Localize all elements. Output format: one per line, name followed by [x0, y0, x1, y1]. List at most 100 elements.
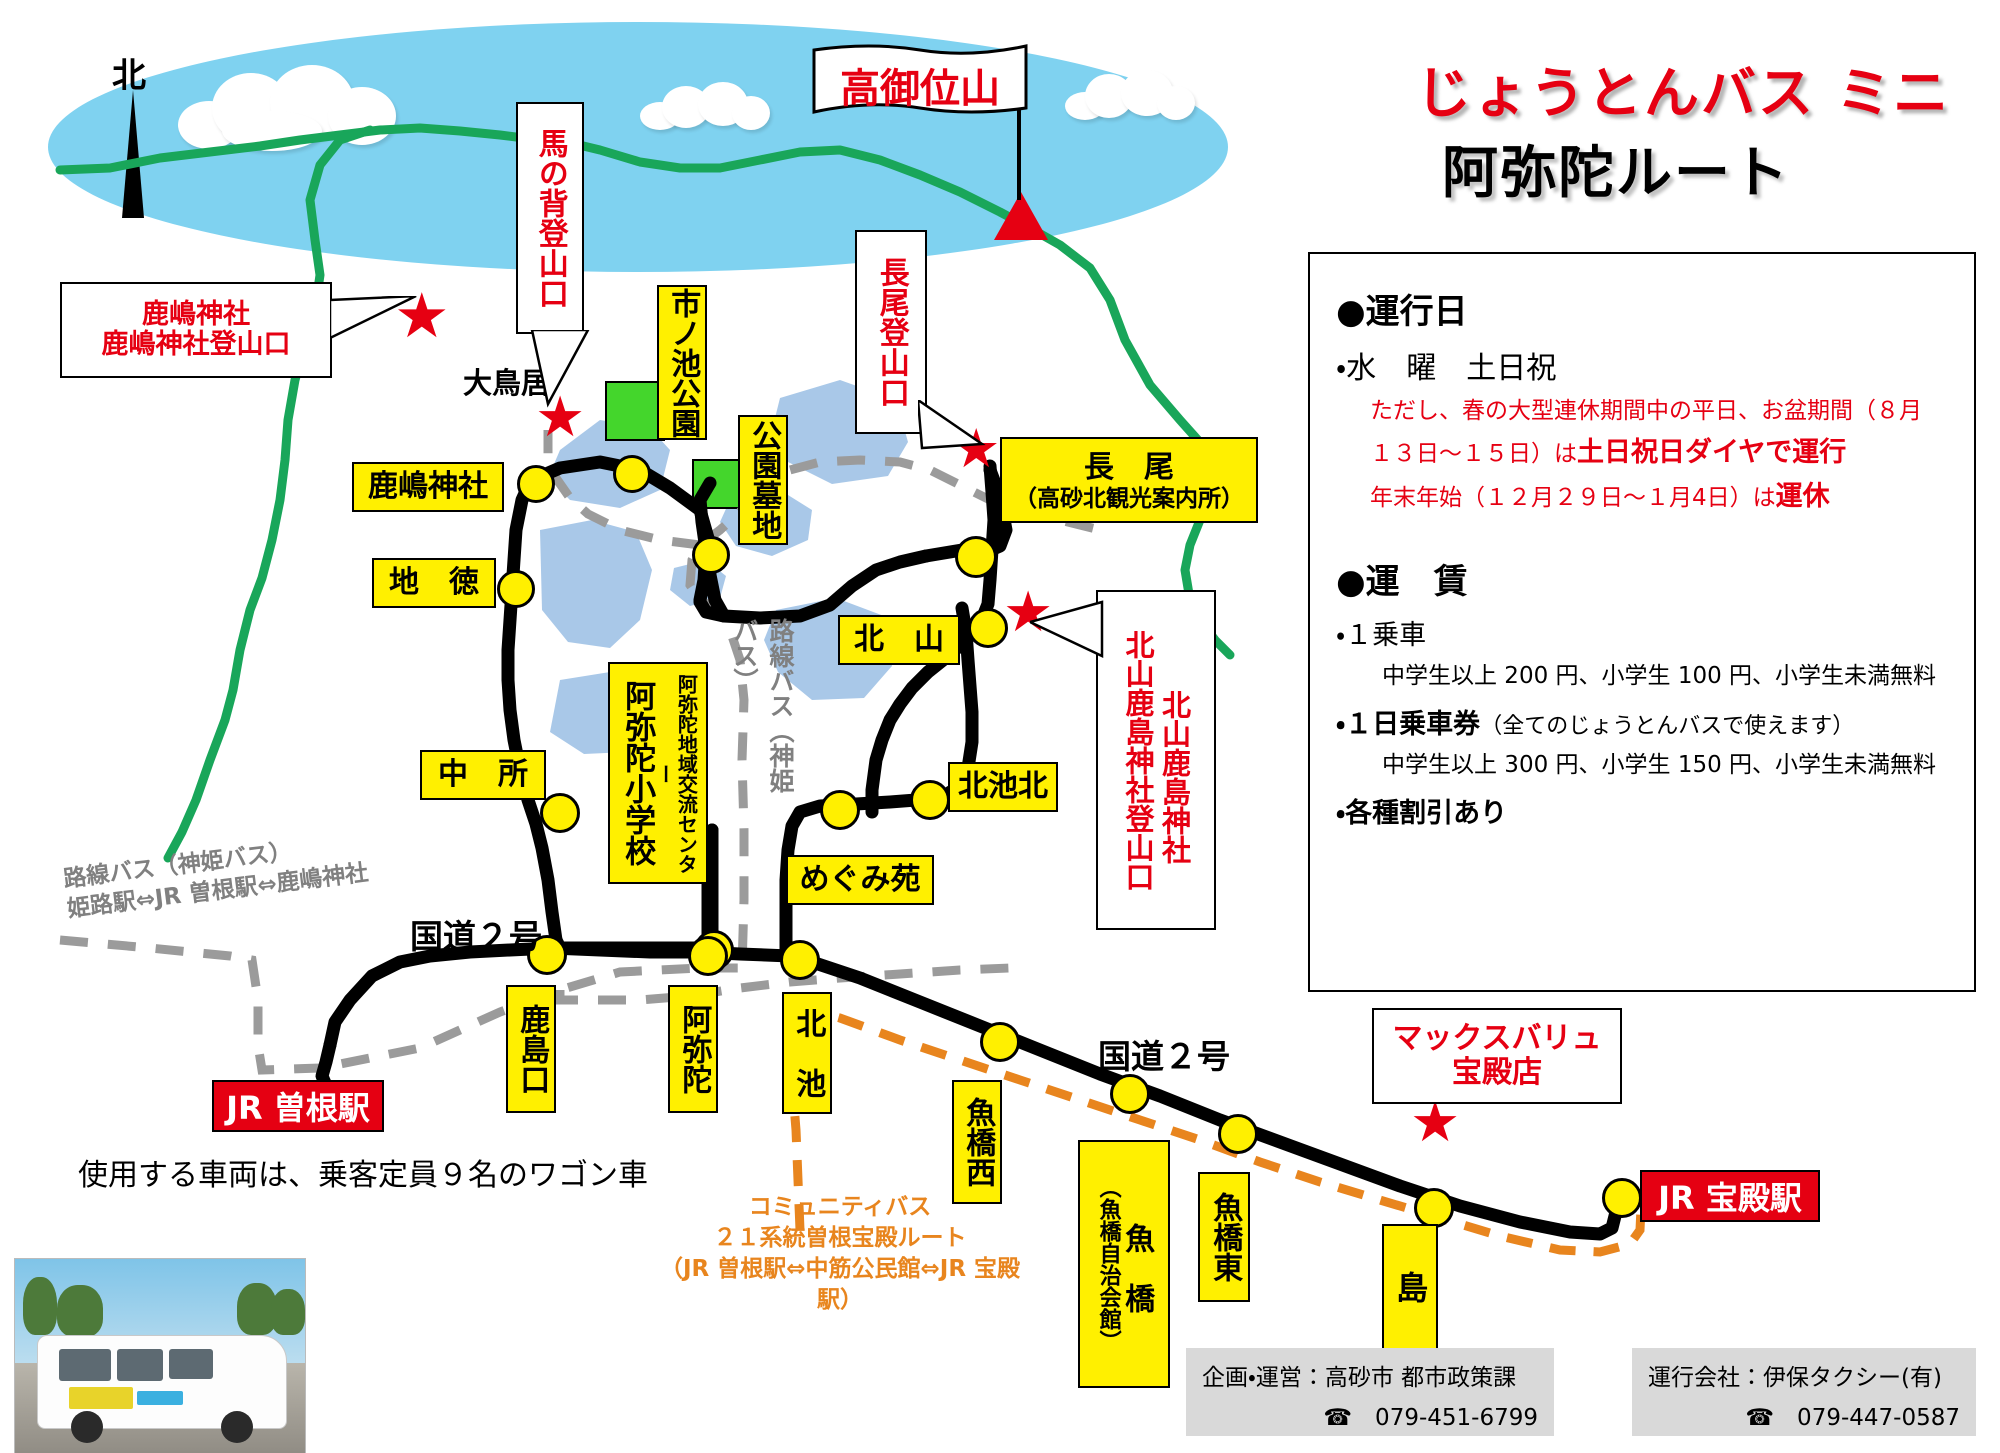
- station-jr-hoden-label: JR 宝殿駅: [1658, 1179, 1802, 1217]
- community-bus-note: コミュニティバス ２１系統曽根宝殿ルート （JR 曽根駅⇔中筋公民館⇔JR 宝殿…: [659, 1194, 1021, 1314]
- footer-operator-line2: ☎ 079-447-0587: [1745, 1405, 1960, 1431]
- callout-nagao-pointer: [918, 400, 986, 450]
- operation-note-line3: 年末年始（１２月２９日〜１月4日）は運休: [1370, 475, 1948, 520]
- star-otorii: ★: [535, 385, 586, 450]
- footer-organizer-box: 企画・運営：高砂市 都市政策課 ☎ 079-451-6799: [1186, 1348, 1554, 1436]
- stop-dot-megumien[interactable]: [820, 790, 860, 830]
- callout-nagao-tozanguchi: 長尾登山口: [855, 230, 927, 434]
- callout-umanose: 馬の背登山口: [516, 102, 584, 334]
- operation-note-line2: １３日〜１５日）は土日祝日ダイヤで運行: [1370, 431, 1948, 476]
- label-amida-elementary: 阿弥陀小学校 阿弥陀地域交流センター: [608, 662, 708, 884]
- label-stop-amida: 阿弥陀: [668, 985, 718, 1113]
- label-stop-kitaikekita-text: 北池北: [958, 768, 1048, 804]
- stop-dot-shima[interactable]: [1414, 1188, 1454, 1228]
- operation-note: ただし、春の大型連休期間中の平日、お盆期間（８月 １３日〜１５日）は土日祝日ダイ…: [1370, 393, 1948, 520]
- label-park-cemetery-text: 公園墓地: [746, 420, 782, 540]
- label-amida-center-text: 阿弥陀地域交流センター: [652, 674, 699, 874]
- cloud-left: [178, 65, 398, 151]
- callout-kitayama-kashima-col-right: 北山鹿島神社: [1157, 690, 1192, 864]
- stop-dot-kashimaguchi[interactable]: [527, 935, 567, 975]
- stop-dot-kashima-jinja[interactable]: [517, 465, 555, 503]
- callout-kashima-jinja-text: 鹿嶋神社 鹿嶋神社登山口: [101, 298, 291, 360]
- stop-dot-nagao[interactable]: [955, 536, 997, 578]
- stop-dot-kitayama[interactable]: [968, 608, 1008, 648]
- stop-dot-kitaike[interactable]: [780, 940, 820, 980]
- label-stop-kitayama: 北 山: [838, 615, 960, 665]
- fare2-row: ・１日乗車券（全てのじょうとんバスで使えます）: [1336, 702, 1948, 741]
- star-kashima-jinja: ★: [394, 279, 450, 352]
- label-stop-amida-text: 阿弥陀: [676, 1004, 712, 1094]
- footer-organizer-line2: ☎ 079-451-6799: [1323, 1405, 1538, 1431]
- callout-kitayama-pointer: [1030, 600, 1104, 658]
- label-ichinoike-park: 市ノ池公園: [657, 285, 707, 440]
- mountain-peak-icon: [994, 192, 1048, 244]
- label-stop-uobashi: （魚橋自治会館） 魚 橋: [1078, 1140, 1170, 1388]
- footer-organizer-line1: 企画・運営：高砂市 都市政策課: [1202, 1365, 1517, 1391]
- stop-dot-jitoku[interactable]: [497, 570, 535, 608]
- stop-dot-kitaikekita[interactable]: [910, 780, 950, 820]
- operation-days: ・水 曜 土日祝: [1336, 351, 1557, 386]
- label-stop-nagao: 長 尾 （高砂北観光案内所）: [1000, 437, 1258, 523]
- station-jr-sone-label: JR 曽根駅: [226, 1089, 370, 1127]
- road-label-route2-left: 国道２号: [410, 917, 542, 956]
- stop-dot-jr-hoden[interactable]: [1602, 1178, 1642, 1218]
- callout-nagao-tozanguchi-text: 長尾登山口: [873, 257, 909, 407]
- callout-kashima-jinja: 鹿嶋神社 鹿嶋神社登山口: [60, 282, 332, 378]
- callout-maxvalu-text: マックスバリュ 宝殿店: [1392, 1021, 1602, 1090]
- park-square-cemetery: [692, 459, 742, 509]
- cloud-center: [640, 82, 770, 132]
- label-stop-megumien: めぐみ苑: [786, 855, 934, 905]
- vehicle-photo-left: [14, 1258, 306, 1453]
- stop-dot-uobashihigashi[interactable]: [1218, 1114, 1258, 1154]
- label-stop-shima-text: 島: [1391, 1271, 1430, 1303]
- operation-heading: ●運行日: [1336, 292, 1468, 332]
- fare1-detail: 中学生以上 200 円、小学生 100 円、小学生未満無料: [1382, 663, 1937, 690]
- label-stop-uobashinishi-text: 魚橋西: [960, 1097, 996, 1187]
- label-stop-kashimaguchi: 鹿島口: [506, 985, 556, 1113]
- page-title-sub: 阿弥陀ルート: [1442, 141, 1790, 206]
- label-stop-shima: 島: [1382, 1224, 1438, 1350]
- park-square-ichinoike: [605, 381, 665, 441]
- operation-note-line3-a: 年末年始（１２月２９日〜１月4日）は: [1370, 485, 1776, 512]
- callout-takamikura-text: 高御位山: [840, 66, 1000, 112]
- label-stop-uobashi-sub: （魚橋自治会館）: [1095, 1176, 1121, 1352]
- station-jr-hoden[interactable]: JR 宝殿駅: [1640, 1170, 1820, 1222]
- label-park-cemetery: 公園墓地: [738, 415, 788, 545]
- callout-umanose-text: 馬の背登山口: [532, 128, 568, 308]
- footer-operator-box: 運行会社：伊保タクシー(有) ☎ 079-447-0587: [1632, 1348, 1976, 1436]
- label-stop-uobashihigashi: 魚橋東: [1198, 1172, 1250, 1302]
- label-stop-nagao-sub: （高砂北観光案内所）: [1014, 486, 1244, 513]
- stop-dot-uobashi[interactable]: [1110, 1074, 1150, 1114]
- label-stop-uobashihigashi-text: 魚橋東: [1207, 1192, 1243, 1282]
- label-stop-kitaike: 北 池: [782, 992, 832, 1114]
- page-title-main: じょうとんバス ミニ: [1416, 61, 1951, 125]
- local-bus-vertical-note: 路線バス（神姫バス）: [730, 618, 795, 793]
- stop-dot-ichinoike[interactable]: [613, 455, 651, 493]
- fare-heading: ●運 賃: [1336, 562, 1468, 603]
- stop-dot-amida[interactable]: [688, 936, 728, 976]
- operation-note-line1: ただし、春の大型連休期間中の平日、お盆期間（８月: [1370, 398, 1922, 424]
- label-stop-kashimaguchi-text: 鹿島口: [514, 1004, 550, 1094]
- station-jr-sone[interactable]: JR 曽根駅: [212, 1080, 384, 1132]
- fare2-detail: 中学生以上 300 円、小学生 150 円、小学生未満無料: [1382, 752, 1937, 779]
- label-stop-uobashi-text: 魚 橋: [1119, 1223, 1155, 1313]
- fare1-label: ・１乗車: [1336, 620, 1427, 652]
- stop-dot-uobashinishi[interactable]: [980, 1022, 1020, 1062]
- label-amida-elementary-text: 阿弥陀小学校: [619, 680, 656, 866]
- fare3-label: ・各種割引あり: [1336, 798, 1508, 830]
- stop-dot-nakasho[interactable]: [540, 793, 580, 833]
- label-stop-kitaike-text: 北 池: [790, 1008, 826, 1098]
- operation-note-line2-b: 土日祝日ダイヤで運行: [1577, 436, 1847, 468]
- vehicle-caption: 使用する車両は、乗客定員９名のワゴン車: [78, 1158, 648, 1193]
- label-ichinoike-park-text: 市ノ池公園: [665, 287, 701, 438]
- label-stop-kashima-jinja-text: 鹿嶋神社: [368, 468, 488, 504]
- mountain-flag-pole: [1017, 95, 1021, 200]
- label-stop-jitoku-text: 地 徳: [389, 564, 479, 600]
- callout-umanose-pointer: [530, 330, 590, 408]
- callout-kitayama-kashima-col-left: 北山鹿島神社登山口: [1121, 629, 1155, 891]
- label-stop-nagao-text: 長 尾: [1084, 449, 1174, 485]
- stop-dot-cemetery[interactable]: [692, 536, 730, 574]
- callout-maxvalu: マックスバリュ 宝殿店: [1372, 1008, 1622, 1104]
- operation-note-line2-a: １３日〜１５日）は: [1370, 440, 1577, 467]
